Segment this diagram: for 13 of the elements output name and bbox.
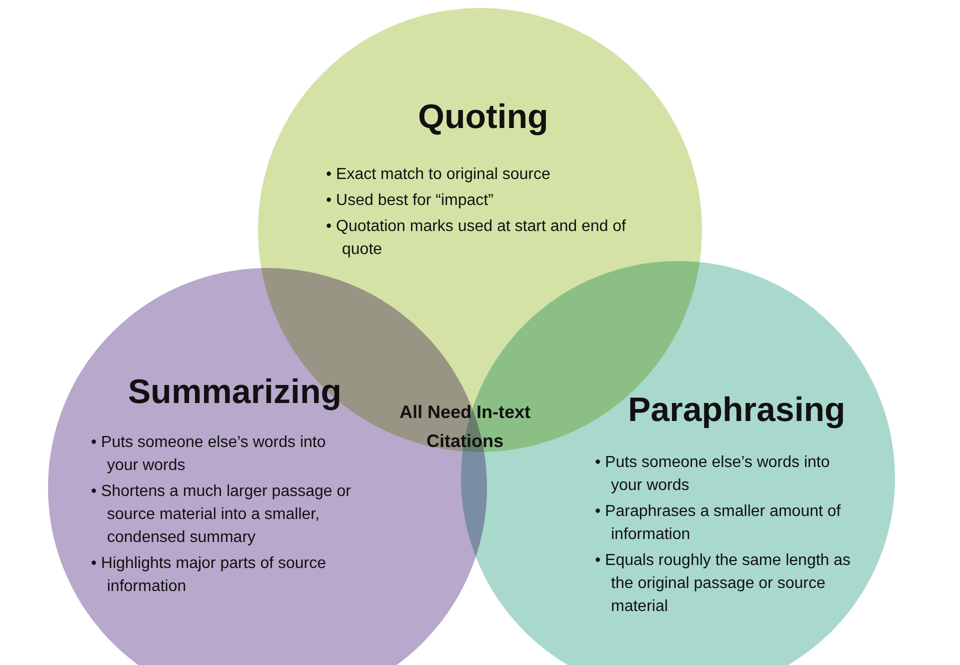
- circle-title: Summarizing: [128, 373, 342, 412]
- bullet-item: • Exact match to original source: [326, 165, 552, 185]
- bullet-item: • Highlights major parts of source information: [91, 554, 328, 597]
- overlap-label: All Need In-text Citations: [398, 401, 532, 453]
- bullet-item: • Puts someone else’s words into your words: [91, 433, 327, 476]
- circle-title: Paraphrasing: [628, 391, 846, 430]
- bullet-item: • Puts someone else’s words into your words: [595, 453, 831, 496]
- bullet-item: • Quotation marks used at start and end of quote: [326, 217, 627, 260]
- bullet-item: • Shortens a much larger passage or source material into a smaller, condensed summary: [91, 482, 352, 548]
- bullet-item: • Paraphrases a smaller amount of information: [595, 502, 842, 545]
- bullet-item: • Used best for “impact”: [326, 191, 494, 211]
- bullet-item: • Equals roughly the same length as the original passage or source material: [595, 551, 852, 617]
- circle-title: Quoting: [418, 98, 548, 137]
